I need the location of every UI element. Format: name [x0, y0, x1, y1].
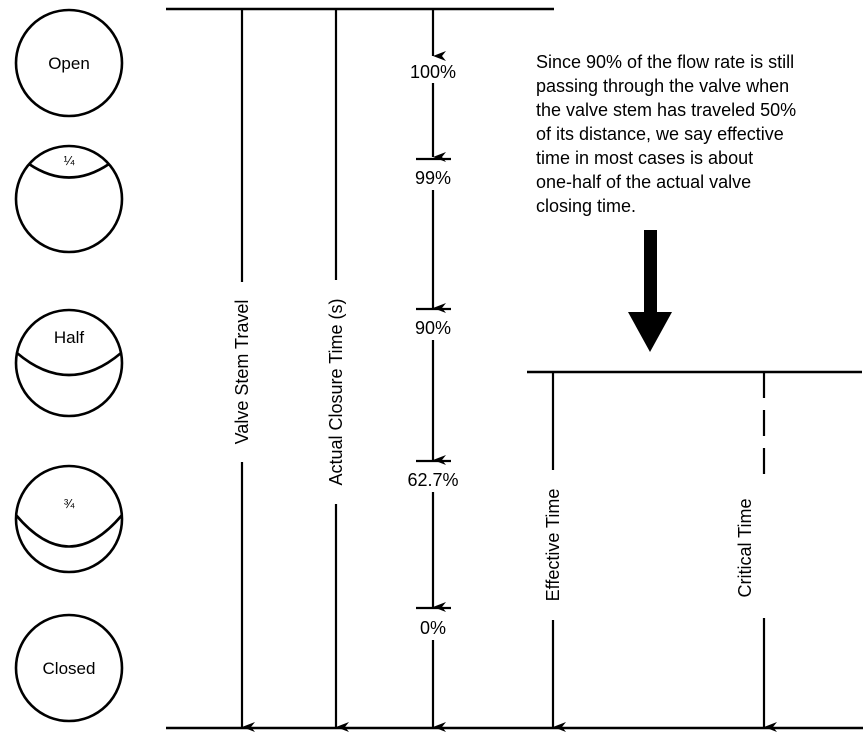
actual-closure-time-label-bg — [322, 280, 348, 504]
flow-label-0: 0% — [420, 618, 446, 638]
valve-position-half: Half — [14, 308, 124, 418]
explanatory-note: Since 90% of the flow rate is still pass… — [536, 52, 796, 216]
flow-rate-scale: 100% 99% 90% 62.7% 0% — [407, 9, 459, 732]
valve-open-circle — [14, 8, 124, 118]
valve-three-quarter-label: ¾ — [64, 496, 75, 511]
valve-closed-label: Closed — [43, 659, 96, 678]
note-line-3: the valve stem has traveled 50% — [536, 100, 796, 120]
valve-half-label: Half — [54, 328, 85, 347]
critical-time-label: Critical Time — [735, 498, 755, 597]
valve-half-circle — [14, 308, 124, 418]
valve-closed-circle — [14, 613, 124, 723]
note-line-7: closing time. — [536, 196, 636, 216]
flow-label-99: 99% — [415, 168, 451, 188]
note-line-2: passing through the valve when — [536, 76, 789, 96]
effective-time-label-bg — [540, 470, 566, 620]
critical-time-label-bg — [751, 478, 777, 618]
effective-time-label: Effective Time — [543, 489, 563, 602]
valve-stem-travel-label: Valve Stem Travel — [232, 300, 252, 445]
valve-quarter-label: ¼ — [64, 153, 75, 168]
note-line-1: Since 90% of the flow rate is still — [536, 52, 794, 72]
note-line-5: time in most cases is about — [536, 148, 753, 168]
actual-closure-time-label: Actual Closure Time (s) — [326, 298, 346, 485]
valve-position-quarter: ¼ — [14, 144, 124, 254]
flow-label-90: 90% — [415, 318, 451, 338]
valve-half-gate — [16, 352, 122, 377]
flow-label-100: 100% — [410, 62, 456, 82]
valve-three-quarter-circle — [14, 464, 124, 574]
valve-position-open: Open — [14, 8, 124, 118]
note-line-4: of its distance, we say effective — [536, 124, 784, 144]
valve-position-three-quarter: ¾ — [14, 464, 124, 574]
valve-position-closed: Closed — [14, 613, 124, 723]
flow-label-62-7: 62.7% — [407, 470, 458, 490]
valve-quarter-gate — [28, 162, 110, 179]
valve-stem-travel-label-bg — [228, 282, 254, 462]
valve-three-quarter-gate — [15, 514, 123, 548]
valve-open-label: Open — [48, 54, 90, 73]
big-down-arrow-icon — [628, 230, 672, 352]
note-line-6: one-half of the actual valve — [536, 172, 751, 192]
